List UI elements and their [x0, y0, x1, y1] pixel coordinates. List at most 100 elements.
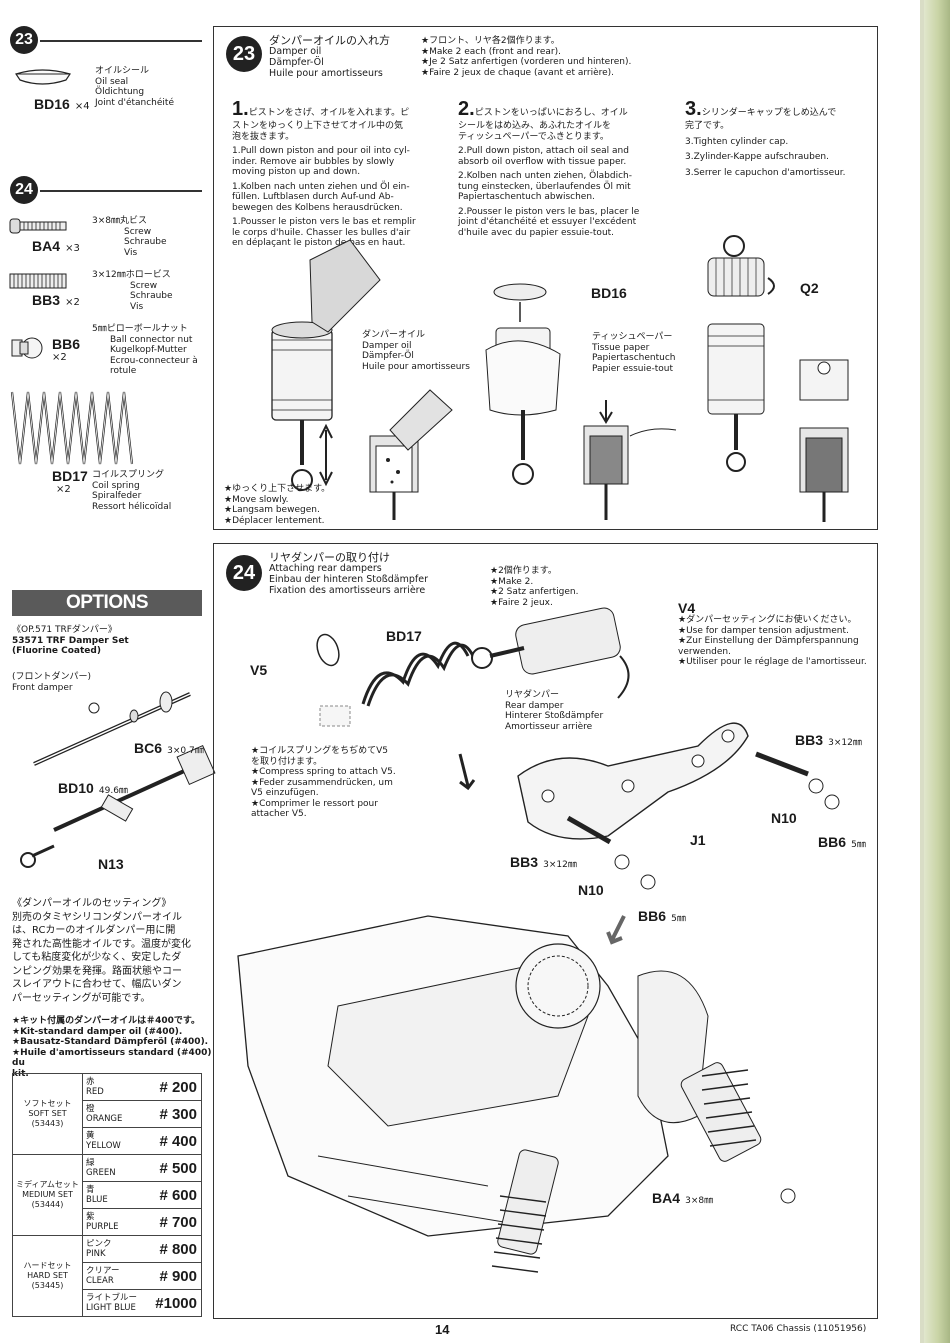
step-23-title: ダンパーオイルの入れ方 Damper oil Dämpfer-Öl Huile …	[269, 34, 390, 79]
section-rule	[40, 190, 202, 192]
bb3-screw-lower	[566, 815, 612, 845]
part-bd16: BD16 ×4	[34, 96, 90, 112]
part-n10-callout-lower: N10	[578, 882, 604, 898]
step-badge-24: 24	[226, 555, 262, 591]
trf-damper-illustration	[20, 691, 216, 868]
part-n10-callout-upper: N10	[771, 810, 797, 826]
part-bb6-callout-upper: BB6 5㎜	[818, 834, 866, 850]
step-badge-24-parts: 24	[10, 176, 38, 204]
damper-body-2	[485, 283, 561, 485]
damper-cross-section-2	[583, 400, 677, 520]
shock-tower-j1	[517, 722, 749, 840]
screw-ba4-illustration	[9, 218, 67, 234]
chassis-assembly	[237, 915, 709, 1237]
rear-damper-installed-left	[491, 1149, 559, 1273]
part-bb6: BB6×2	[52, 336, 81, 363]
part-bd10: BD10 49.6㎜	[58, 780, 128, 796]
part-bb3-callout-upper: BB3 3×12㎜	[795, 732, 862, 748]
move-slowly-notes: ★ゆっくり上下させます。★Move slowly.★Langsam bewege…	[224, 484, 331, 526]
step-23-instruction-2: 2.ピストンをいっぱいにおろし、オイル シールをはめ込み、あふれたオイルをティッ…	[458, 98, 640, 238]
step-23-frame	[213, 26, 878, 530]
part-bd17-callout: BD17	[386, 628, 422, 644]
oil-viscosity: # 300	[140, 1100, 202, 1128]
model-name: RCC TA06 Chassis (11051956)	[730, 1324, 867, 1334]
option-title: 《OP.571 TRFダンパー》 53571 TRF Damper Set (F…	[12, 625, 129, 656]
options-header: OPTIONS	[12, 590, 202, 616]
step-24-make-notes: ★2個作ります。★Make 2.★2 Satz anfertigen.★Fair…	[490, 566, 579, 608]
n10-nut-upper	[808, 778, 824, 794]
damper-body-1	[271, 239, 381, 491]
page-edge	[920, 0, 950, 1343]
part-v4-callout: V4	[678, 600, 696, 616]
part-ba4: BA4 ×3	[32, 238, 80, 254]
oil-seal-illustration	[15, 69, 71, 85]
bb6-ball-lower	[640, 874, 656, 890]
part-bb3-callout-lower: BB3 3×12㎜	[510, 854, 577, 870]
n10-nut-lower	[614, 854, 630, 870]
rear-damper-installed-right	[680, 1062, 796, 1204]
step-23-illustration	[271, 235, 849, 522]
oil-viscosity: # 400	[140, 1127, 202, 1155]
step-24-title: リヤダンパーの取り付け Attaching rear dampers Einba…	[269, 551, 428, 596]
part-j1-callout: J1	[690, 832, 706, 848]
step-24-frame	[213, 543, 878, 1319]
part-q2-callout: Q2	[800, 280, 819, 296]
page-number: 14	[435, 1322, 450, 1337]
down-arrow-1	[458, 753, 476, 791]
oil-viscosity: #1000	[140, 1289, 202, 1317]
bb3-screw-upper	[755, 751, 809, 777]
part-bd16-callout: BD16	[591, 285, 627, 301]
damper-cross-section-3	[799, 359, 849, 522]
oil-viscosity: # 900	[140, 1262, 202, 1290]
part-bb6-callout-lower: BB6 5㎜	[638, 908, 686, 924]
part-ba4-callout: BA4 3×8㎜	[652, 1190, 714, 1206]
damper-cross-section-1	[369, 389, 453, 520]
step-23-instruction-1: 1.ピストンをさげ、オイルを入れます。ピ ストンをゆっくり上下させてオイル中の気…	[232, 98, 416, 248]
oil-viscosity: # 700	[140, 1208, 202, 1236]
step-badge-23-parts: 23	[10, 26, 38, 54]
oil-viscosity: # 600	[140, 1181, 202, 1209]
ball-connector-bb6-illustration	[11, 337, 43, 359]
step-badge-23: 23	[226, 36, 262, 72]
section-rule	[40, 40, 202, 42]
step-23-notes: ★フロント、リヤ各2個作ります。★Make 2 each (front and …	[421, 36, 632, 78]
part-bd17: BD17×2	[52, 468, 88, 495]
oil-setting-text: 《ダンパーオイルのセッティング》 別売のタミヤシリコンダンパーオイル は、RCカ…	[12, 898, 191, 1004]
front-damper-label: (フロントダンパー) Front damper	[12, 672, 92, 693]
bb6-ball-upper	[824, 794, 840, 810]
oil-viscosity: # 800	[140, 1235, 202, 1263]
screw-bb3-illustration	[9, 273, 67, 289]
part-n13: N13	[98, 856, 124, 872]
part-v5-callout: V5	[250, 662, 268, 678]
down-arrow-2	[606, 915, 626, 945]
oil-viscosity: # 500	[140, 1154, 202, 1182]
coil-spring-bd17-illustration	[10, 391, 134, 465]
oil-viscosity: # 200	[140, 1073, 202, 1101]
